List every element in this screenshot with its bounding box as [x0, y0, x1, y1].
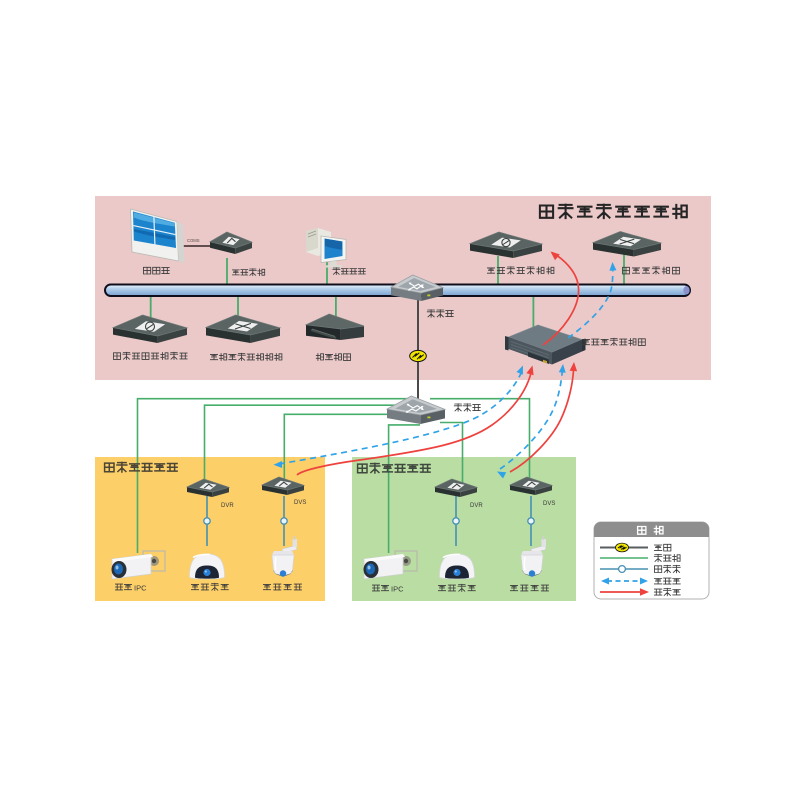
svg-text:DVR: DVR [470, 503, 483, 509]
svg-text:DVR: DVR [221, 503, 234, 509]
svg-text:IPC: IPC [134, 584, 147, 593]
svg-text:DVS: DVS [543, 501, 555, 507]
svg-text:IPC: IPC [391, 585, 404, 594]
svg-text:COMS: COMS [187, 238, 200, 243]
svg-text:DVS: DVS [294, 500, 306, 506]
